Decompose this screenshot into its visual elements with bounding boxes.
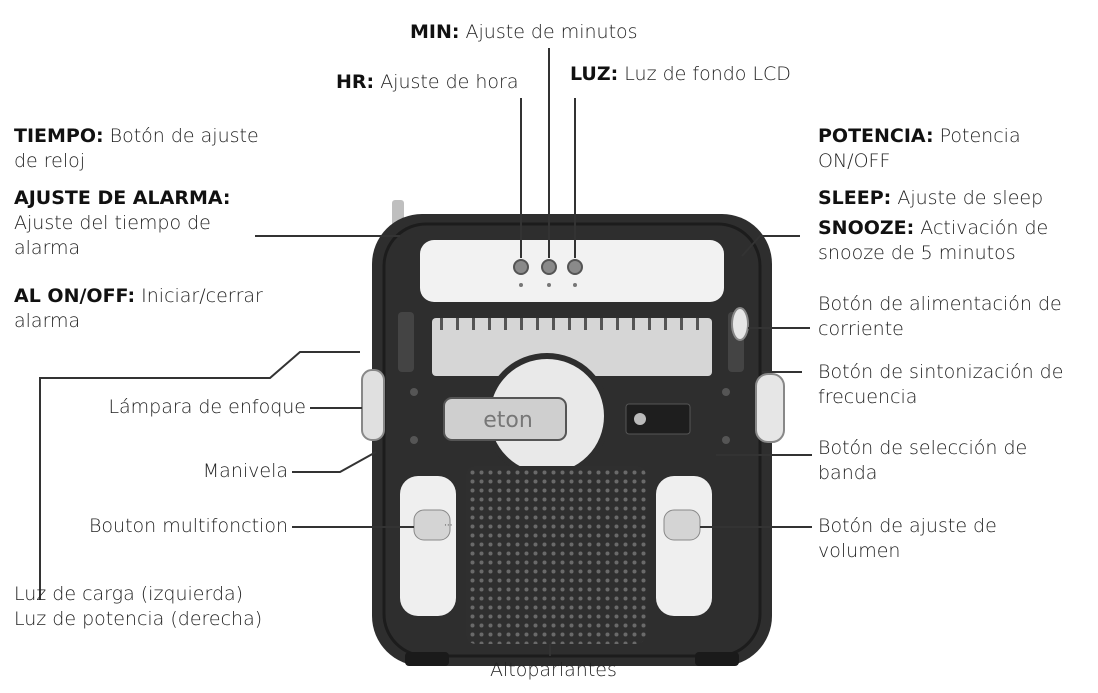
label-min-text: Ajuste de minutos	[465, 21, 638, 43]
label-lampara: Lámpara de enfoque	[108, 396, 306, 418]
screw	[410, 388, 418, 396]
label-ajuste-alarma-line2: alarma	[14, 237, 81, 259]
foot-right	[695, 652, 739, 666]
screw	[410, 436, 418, 444]
label-sleep-text: Ajuste de sleep	[897, 187, 1044, 209]
button-dot	[547, 283, 551, 287]
left-grip	[400, 476, 456, 616]
multifunction-button[interactable]	[413, 509, 451, 541]
label-al-onoff-key: AL ON/OFF:	[14, 285, 136, 307]
leader-luz-carga	[39, 351, 360, 600]
label-hr-text: Ajuste de hora	[380, 71, 519, 93]
label-luz-carga: Luz de carga (izquierda) Luz de potencia…	[14, 582, 262, 632]
label-potencia: POTENCIA: Potencia ON/OFF	[818, 124, 1021, 174]
screw	[722, 436, 730, 444]
label-luz: LUZ: Luz de fondo LCD	[570, 62, 791, 87]
speaker-grille	[466, 466, 646, 644]
label-volumen-line2: volumen	[818, 540, 901, 562]
left-side-buttons	[398, 312, 414, 372]
label-alimentacion: Botón de alimentación de corriente	[818, 292, 1062, 342]
label-multifonction: Bouton multifonction	[88, 515, 288, 537]
grip-mark: ···	[444, 521, 453, 531]
label-snooze-key: SNOOZE:	[818, 217, 915, 239]
label-volumen-line1: Botón de ajuste de	[818, 515, 997, 537]
leader-snooze	[741, 235, 800, 257]
label-luz-text: Luz de fondo LCD	[624, 63, 791, 85]
foot-left	[405, 652, 449, 666]
label-al-onoff: AL ON/OFF: Iniciar/cerrar alarma	[14, 284, 263, 334]
label-luz-potencia-text: Luz de potencia (derecha)	[14, 608, 263, 630]
label-potencia-key: POTENCIA:	[818, 125, 934, 147]
power-button[interactable]	[731, 307, 749, 341]
tuning-display	[432, 318, 712, 376]
label-hr: HR: Ajuste de hora	[336, 70, 519, 95]
sticker-dot	[634, 413, 646, 425]
label-tiempo: TIEMPO: Botón de ajuste de reloj	[14, 124, 259, 174]
label-tiempo-key: TIEMPO:	[14, 125, 104, 147]
label-sleep: SLEEP: Ajuste de sleep	[818, 186, 1043, 211]
button-dot	[519, 283, 523, 287]
brand-logo: eton	[483, 408, 533, 433]
label-sintonizacion-line1: Botón de sintonización de	[818, 361, 1064, 383]
right-grip	[656, 476, 712, 616]
label-altoparlantes: Altoparlantes	[490, 659, 617, 681]
label-sintonizacion-line2: frecuencia	[818, 386, 918, 408]
label-ajuste-alarma: AJUSTE DE ALARMA: Ajuste del tiempo de a…	[14, 186, 231, 261]
label-sleep-key: SLEEP:	[818, 187, 892, 209]
label-ajuste-alarma-key: AJUSTE DE ALARMA:	[14, 187, 231, 209]
label-tiempo-line1: Botón de ajuste	[109, 125, 259, 147]
label-al-onoff-line1: Iniciar/cerrar	[141, 285, 263, 307]
button-dot	[573, 283, 577, 287]
label-al-onoff-line2: alarma	[14, 310, 81, 332]
label-volumen: Botón de ajuste de volumen	[818, 514, 997, 564]
label-tiempo-line2: de reloj	[14, 150, 86, 172]
hr-button[interactable]	[513, 259, 529, 275]
label-banda-line1: Botón de selección de	[818, 437, 1028, 459]
min-button[interactable]	[541, 259, 557, 275]
label-ajuste-alarma-line1: Ajuste del tiempo de	[14, 212, 211, 234]
brand-panel	[443, 397, 567, 441]
label-luz-carga-text: Luz de carga (izquierda)	[14, 583, 244, 605]
label-banda-line2: banda	[818, 462, 878, 484]
label-hr-key: HR:	[336, 71, 375, 93]
tuning-knob[interactable]	[755, 373, 785, 443]
volume-button[interactable]	[663, 509, 701, 541]
leader-manivela	[292, 451, 377, 473]
solar-sticker	[625, 403, 691, 435]
label-potencia-line1: Potencia	[939, 125, 1021, 147]
label-min-key: MIN:	[410, 21, 460, 43]
label-potencia-line2: ON/OFF	[818, 150, 891, 172]
screw	[722, 388, 730, 396]
label-alimentacion-line1: Botón de alimentación de	[818, 293, 1062, 315]
luz-button[interactable]	[567, 259, 583, 275]
label-alimentacion-line2: corriente	[818, 318, 904, 340]
label-snooze-line2: snooze de 5 minutos	[818, 242, 1016, 264]
label-luz-key: LUZ:	[570, 63, 619, 85]
label-banda: Botón de selección de banda	[818, 436, 1027, 486]
label-snooze-line1: Activación de	[920, 217, 1049, 239]
label-sintonizacion: Botón de sintonización de frecuencia	[818, 360, 1063, 410]
label-manivela: Manivela	[202, 460, 288, 482]
label-min: MIN: Ajuste de minutos	[410, 20, 638, 45]
label-snooze: SNOOZE: Activación de snooze de 5 minuto…	[818, 216, 1048, 266]
focus-lamp	[361, 369, 385, 441]
